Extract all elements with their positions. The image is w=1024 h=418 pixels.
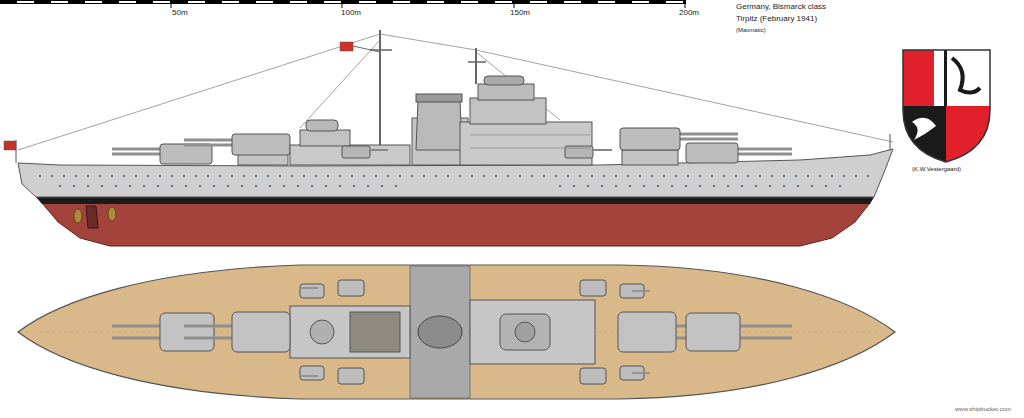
scale-bar <box>0 0 686 8</box>
side-profile <box>4 30 893 246</box>
ship-label: Tirpitz (February 1941) <box>736 15 817 24</box>
class-label: Germany, Bismarck class <box>736 3 826 12</box>
watermark: www.shipbucket.com <box>955 406 1011 413</box>
arms-credit: (K.W.Vestergaard) <box>912 166 961 173</box>
scale-label: 100m <box>341 9 361 18</box>
scale-label: 200m <box>679 9 699 18</box>
plan-view <box>18 265 895 399</box>
scale-label: 150m <box>510 9 530 18</box>
author-label: (Maxmatic) <box>736 27 766 34</box>
coat-of-arms <box>903 50 990 166</box>
scale-label: 50m <box>172 9 188 18</box>
